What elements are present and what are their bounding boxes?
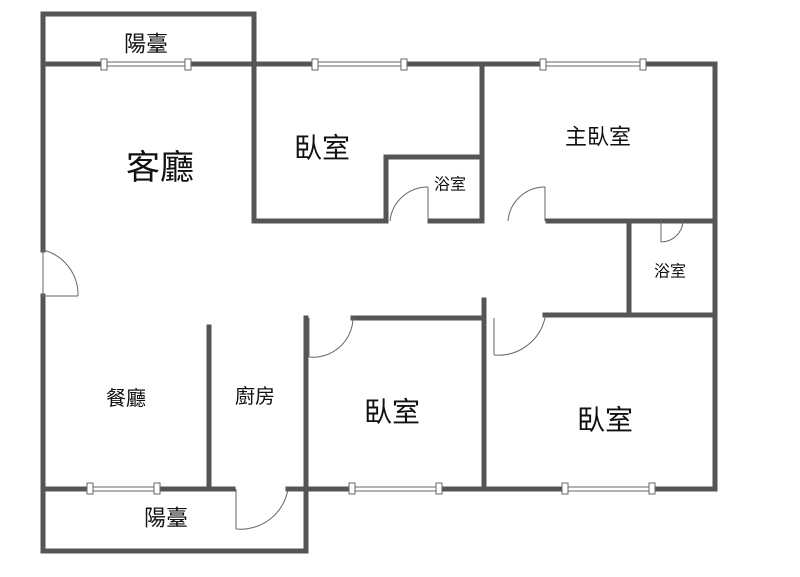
label-bath-top: 浴室 (434, 175, 466, 194)
label-balcony-top: 陽臺 (124, 33, 168, 58)
label-bedroom-bottom-right: 臥室 (577, 404, 633, 437)
door-kitchen-balcony (235, 488, 289, 530)
door-entrance (42, 249, 79, 297)
door-master (507, 186, 546, 222)
door-bedroom-bottom-middle (308, 317, 354, 358)
door-bedroom-bottom-right (493, 315, 546, 356)
window-balcony-top (100, 58, 192, 71)
label-balcony-bottom: 陽臺 (144, 507, 188, 532)
window-balcony-bottom (86, 482, 161, 495)
window-bedroom-bottom-right (561, 482, 656, 495)
label-master-bedroom: 主臥室 (565, 126, 631, 151)
window-bedroom-top (311, 58, 408, 71)
label-bedroom-top: 臥室 (294, 132, 350, 165)
walls (40, 11, 718, 554)
label-bath-right: 浴室 (654, 262, 686, 281)
door-bath-top (389, 186, 429, 222)
window-bedroom-bottom-middle (348, 482, 443, 495)
window-master-top (539, 58, 647, 71)
room-labels: 陽臺 客廳 臥室 主臥室 浴室 浴室 餐廳 廚房 臥室 臥室 陽臺 (106, 33, 686, 532)
label-kitchen: 廚房 (235, 384, 275, 408)
wall-balcony-top (40, 11, 257, 253)
wall-balcony-bottom (40, 486, 309, 554)
doors (42, 186, 684, 530)
door-bath-right (660, 220, 684, 243)
wall-bath-top (383, 154, 485, 224)
label-living-room: 客廳 (126, 148, 194, 188)
label-bedroom-bottom-middle: 臥室 (364, 396, 420, 429)
windows (86, 58, 656, 495)
label-dining-room: 餐廳 (106, 386, 146, 410)
